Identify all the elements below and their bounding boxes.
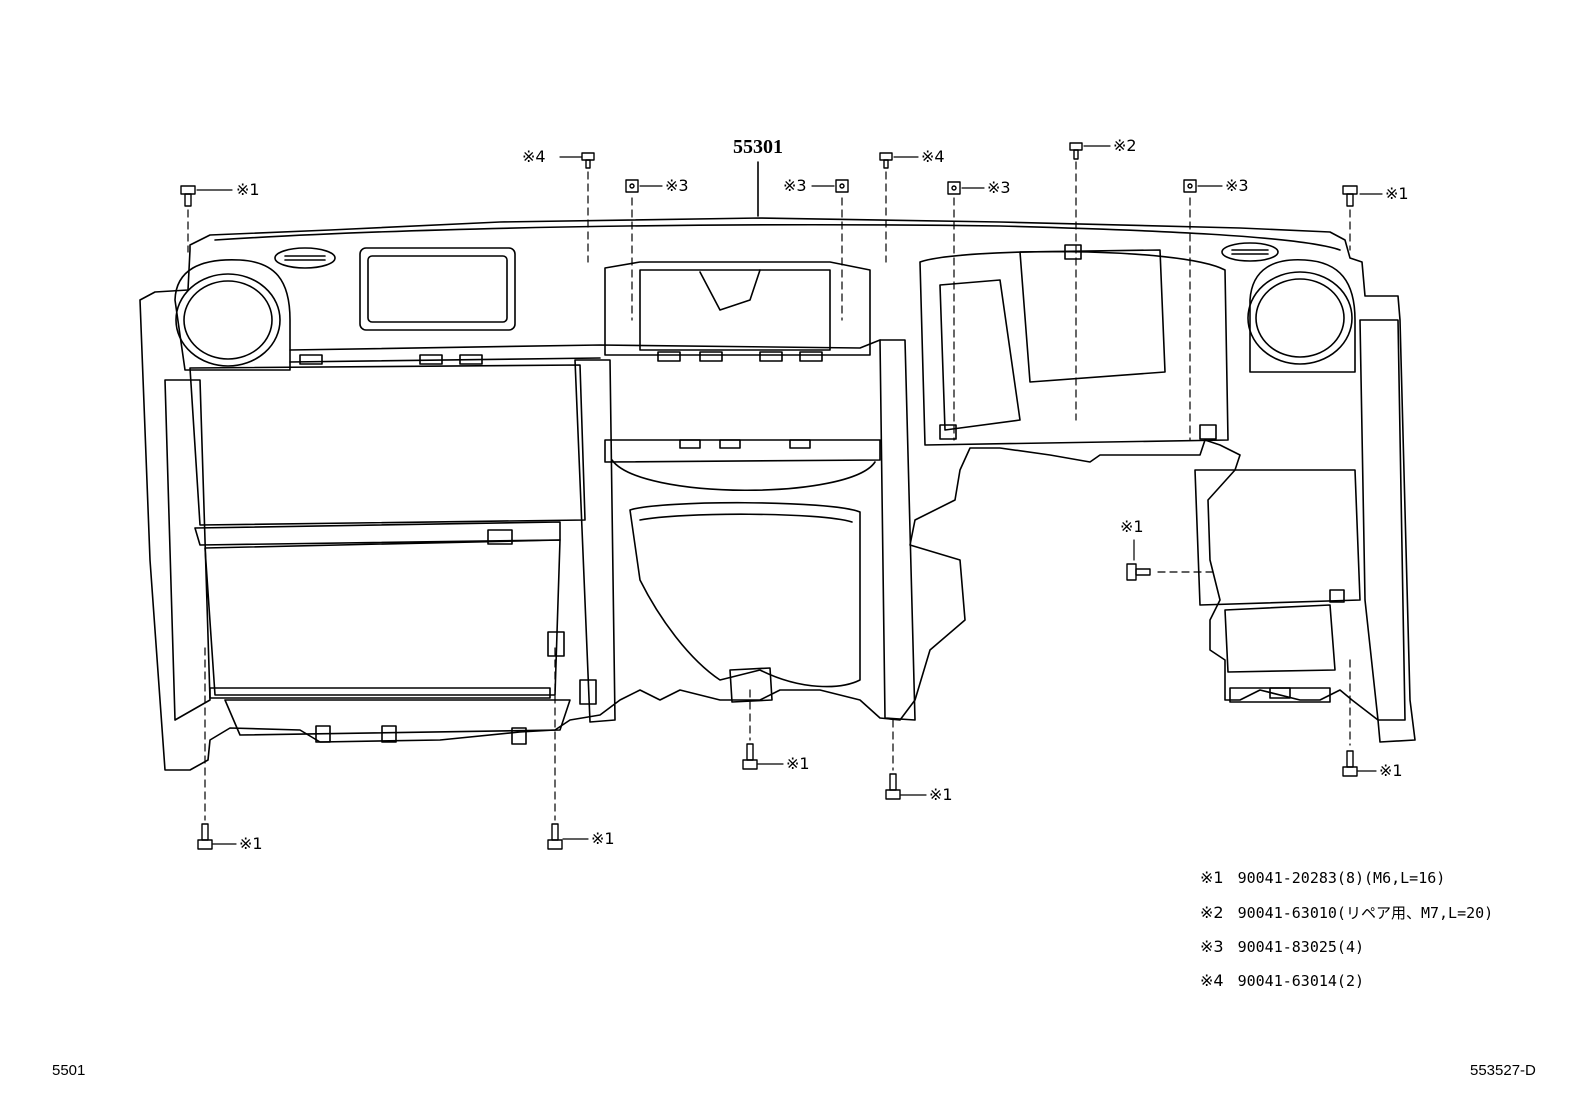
callout-label: ※1 xyxy=(1385,184,1409,203)
callout-label: ※4 xyxy=(522,147,546,166)
bolt-icon xyxy=(742,743,758,770)
bolt-icon xyxy=(547,823,563,850)
legend-mark: ※2 xyxy=(1200,903,1224,922)
callout-leaders xyxy=(196,145,1383,845)
clip-nut-icon xyxy=(947,181,961,195)
clip-nut-icon xyxy=(625,179,639,193)
callout-label: ※3 xyxy=(1225,176,1249,195)
callout-label: ※1 xyxy=(591,829,615,848)
footer-right-code: 553527-D xyxy=(1470,1062,1536,1079)
callout-label: ※1 xyxy=(786,754,810,773)
callout-label: ※3 xyxy=(987,178,1011,197)
bolt-icon xyxy=(879,152,893,169)
bolt-icon xyxy=(180,185,196,207)
callout-label: ※1 xyxy=(1379,761,1403,780)
legend-row-1: ※1 90041-20283(8)(M6,L=16) xyxy=(1200,868,1445,887)
clip-nut-icon xyxy=(835,179,849,193)
bolt-icon xyxy=(1342,185,1358,207)
bolt-icon xyxy=(885,773,901,800)
footer-left-code: 5501 xyxy=(52,1062,86,1079)
main-part-number: 55301 xyxy=(733,136,783,158)
instrument-panel-body xyxy=(139,217,1416,771)
callout-label: ※3 xyxy=(665,176,689,195)
clip-nut-icon xyxy=(1183,179,1197,193)
bolt-icon xyxy=(581,152,595,169)
callout-label: ※1 xyxy=(1120,517,1144,536)
legend-text: 90041-20283(8)(M6,L=16) xyxy=(1237,869,1446,887)
bolt-icon xyxy=(1342,750,1358,777)
legend-row-3: ※3 90041-83025(4) xyxy=(1200,937,1364,956)
legend-mark: ※4 xyxy=(1200,971,1224,990)
callout-label: ※2 xyxy=(1113,136,1137,155)
legend-row-4: ※4 90041-63014(2) xyxy=(1200,971,1364,990)
bolt-icon xyxy=(197,823,213,850)
bolt-icon xyxy=(1069,142,1083,160)
legend-text: 90041-63014(2) xyxy=(1237,972,1365,990)
callout-label: ※4 xyxy=(921,147,945,166)
fastener-guide-lines xyxy=(187,161,1351,821)
legend-text: 90041-63010(リペア用、M7,L=20) xyxy=(1237,904,1494,922)
legend-mark: ※1 xyxy=(1200,868,1224,887)
callout-label: ※1 xyxy=(236,180,260,199)
callout-label: ※3 xyxy=(783,176,807,195)
bolt-icon xyxy=(1126,563,1151,581)
legend-text: 90041-83025(4) xyxy=(1237,938,1365,956)
legend-row-2: ※2 90041-63010(リペア用、M7,L=20) xyxy=(1200,902,1493,923)
legend-mark: ※3 xyxy=(1200,937,1224,956)
callout-label: ※1 xyxy=(239,834,263,853)
bolt-icons xyxy=(180,142,1358,850)
callout-label: ※1 xyxy=(929,785,953,804)
